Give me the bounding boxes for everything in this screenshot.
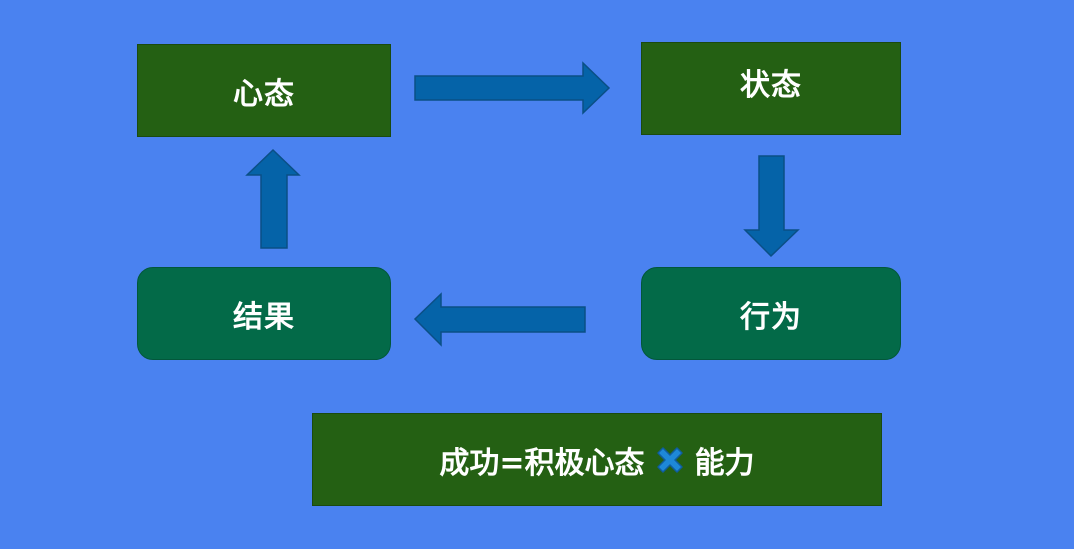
formula-left: 成功=积极心态 (439, 445, 645, 481)
node-action: 行为 (641, 267, 901, 360)
node-action-label: 行为 (740, 299, 802, 335)
formula-box: 成功=积极心态 能力 (312, 413, 882, 506)
formula-text: 成功=积极心态 能力 (439, 438, 754, 482)
node-mindset: 心态 (137, 44, 391, 137)
arrow-left (413, 292, 586, 347)
arrow-up (245, 148, 301, 249)
multiply-icon (656, 446, 683, 473)
node-state-label: 状态 (740, 67, 802, 103)
formula-right: 能力 (694, 445, 755, 481)
node-state: 状态 (641, 42, 901, 135)
node-result: 结果 (137, 267, 391, 360)
node-result-label: 结果 (233, 299, 295, 335)
arrow-right (414, 61, 611, 115)
arrow-down (743, 155, 800, 258)
node-mindset-label: 心态 (233, 76, 295, 112)
